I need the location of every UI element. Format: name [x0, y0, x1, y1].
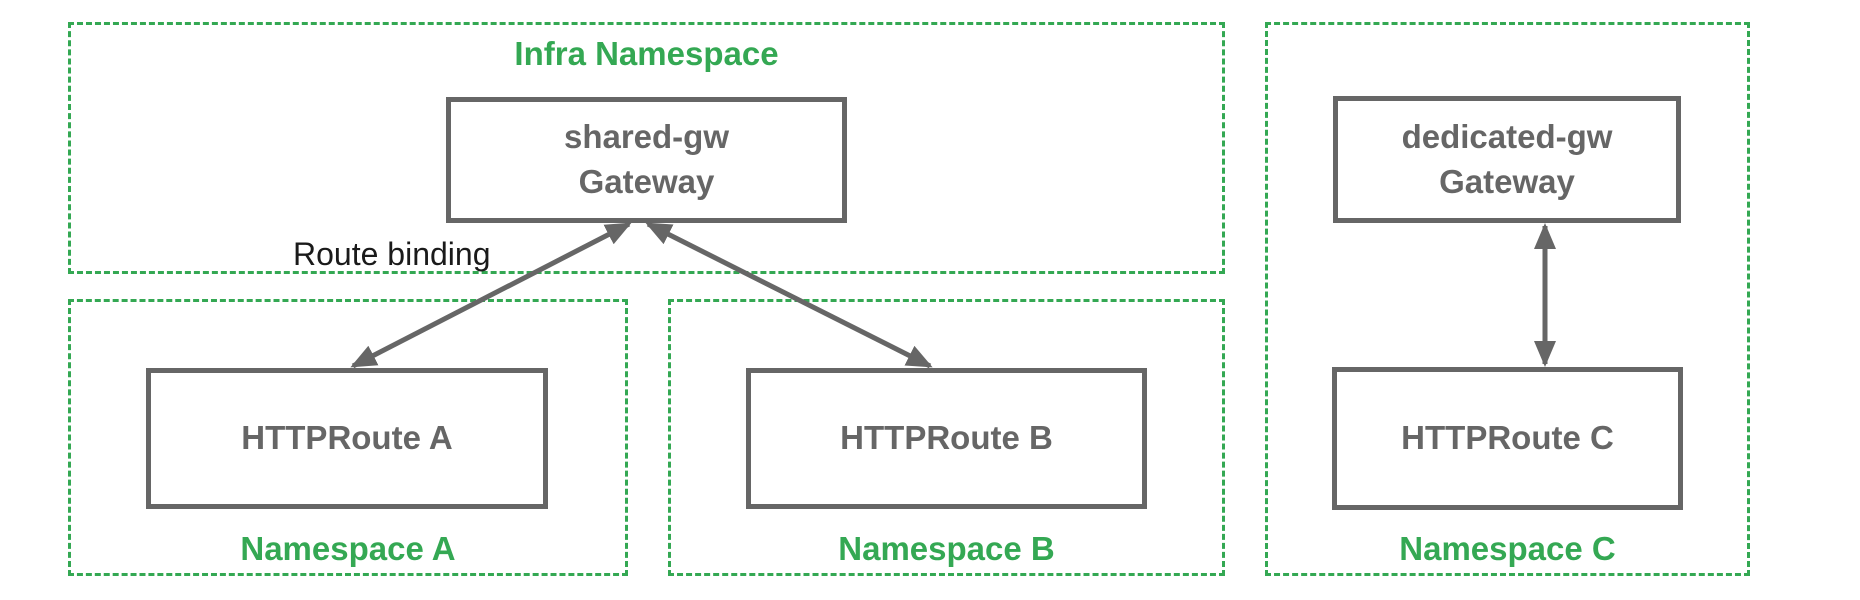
- namespace-a-label: Namespace A: [240, 530, 456, 567]
- route-binding-label: Route binding: [293, 236, 491, 272]
- dedicated-gw-name-label: dedicated-gw: [1401, 117, 1613, 155]
- shared-gw-gateway-node: shared-gw Gateway: [446, 97, 847, 223]
- infra-namespace-label: Infra Namespace: [514, 35, 779, 72]
- dedicated-gw-type-label: Gateway: [1439, 162, 1575, 200]
- namespace-c-group: Namespace C: [1265, 22, 1750, 576]
- httproute-a-node: HTTPRoute A: [146, 368, 548, 509]
- httproute-c-label: HTTPRoute C: [1401, 419, 1614, 457]
- httproute-b-node: HTTPRoute B: [746, 368, 1147, 509]
- shared-gw-name-label: shared-gw: [563, 118, 730, 156]
- namespace-b-group: Namespace B: [668, 299, 1225, 576]
- httproute-b-label: HTTPRoute B: [840, 419, 1053, 457]
- httproute-a-label: HTTPRoute A: [241, 419, 453, 457]
- namespace-a-group: Namespace A: [68, 299, 628, 576]
- httproute-c-node: HTTPRoute C: [1332, 367, 1683, 510]
- namespace-c-label: Namespace C: [1399, 530, 1616, 567]
- dedicated-gw-gateway-node: dedicated-gw Gateway: [1333, 96, 1681, 223]
- namespace-b-label: Namespace B: [838, 530, 1055, 567]
- shared-gw-type-label: Gateway: [578, 163, 715, 200]
